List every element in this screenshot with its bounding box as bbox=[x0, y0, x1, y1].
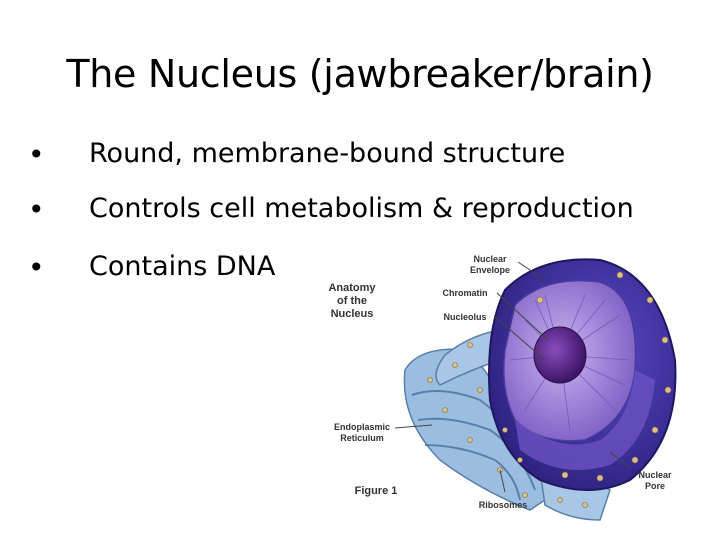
bullet-marker: • bbox=[28, 251, 45, 284]
bullet-text-1: Round, membrane-bound structure bbox=[89, 138, 566, 169]
slide-title: The Nucleus (jawbreaker/brain) bbox=[66, 52, 654, 96]
label-chromatin: Chromatin bbox=[443, 288, 488, 298]
bullet-text-2: Controls cell metabolism & reproduction bbox=[89, 193, 634, 224]
label-nuclear-pore-1: Nuclear bbox=[638, 470, 672, 480]
label-ribosomes: Ribosomes bbox=[479, 500, 528, 510]
label-er-2: Reticulum bbox=[340, 433, 384, 443]
label-er-1: Endoplasmic bbox=[334, 422, 390, 432]
bullet-text-3: Contains DNA bbox=[89, 251, 276, 282]
label-nucleolus: Nucleolus bbox=[443, 312, 486, 322]
nuclear-envelope bbox=[488, 258, 677, 491]
label-figure-1: Figure 1 bbox=[355, 485, 398, 497]
label-nuclear-pore-2: Pore bbox=[645, 481, 665, 491]
nucleus-diagram: Anatomy of the Nucleus Nuclear Envelope … bbox=[328, 254, 677, 521]
endoplasmic-reticulum bbox=[403, 329, 611, 521]
figure-heading-3: Nucleus bbox=[331, 308, 374, 320]
bullet-marker: • bbox=[28, 138, 45, 171]
label-nuclear-envelope-1: Nuclear bbox=[473, 254, 507, 264]
ribosome-dots bbox=[427, 271, 672, 508]
nucleolus bbox=[533, 326, 587, 384]
bullet-marker: • bbox=[28, 193, 45, 226]
leader-lines bbox=[394, 261, 631, 493]
figure-heading-2: of the bbox=[337, 295, 367, 307]
figure-heading-1: Anatomy bbox=[328, 282, 376, 294]
label-nuclear-envelope-2: Envelope bbox=[470, 265, 510, 275]
